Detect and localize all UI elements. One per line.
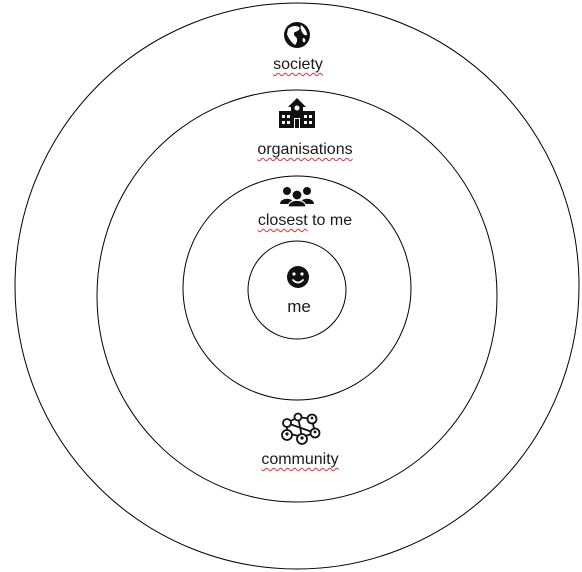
label-to-me: to me (307, 212, 353, 229)
label-community: community (261, 451, 339, 468)
label-closest-word: closest (257, 212, 308, 229)
building-icon (279, 98, 315, 128)
ring-organisations (96, 89, 498, 503)
people-group-icon (280, 187, 314, 208)
label-organisations: organisations (257, 141, 353, 158)
globe-icon (284, 22, 310, 48)
ring-closest-to-me (182, 175, 412, 401)
ring-society (14, 2, 580, 570)
label-me: me (287, 297, 311, 316)
smiley-face-icon (287, 266, 309, 288)
label-closest-to-me: closest to me (258, 212, 352, 230)
ring-me (247, 240, 347, 340)
network-people-icon (281, 412, 321, 445)
label-society: society (273, 56, 323, 73)
